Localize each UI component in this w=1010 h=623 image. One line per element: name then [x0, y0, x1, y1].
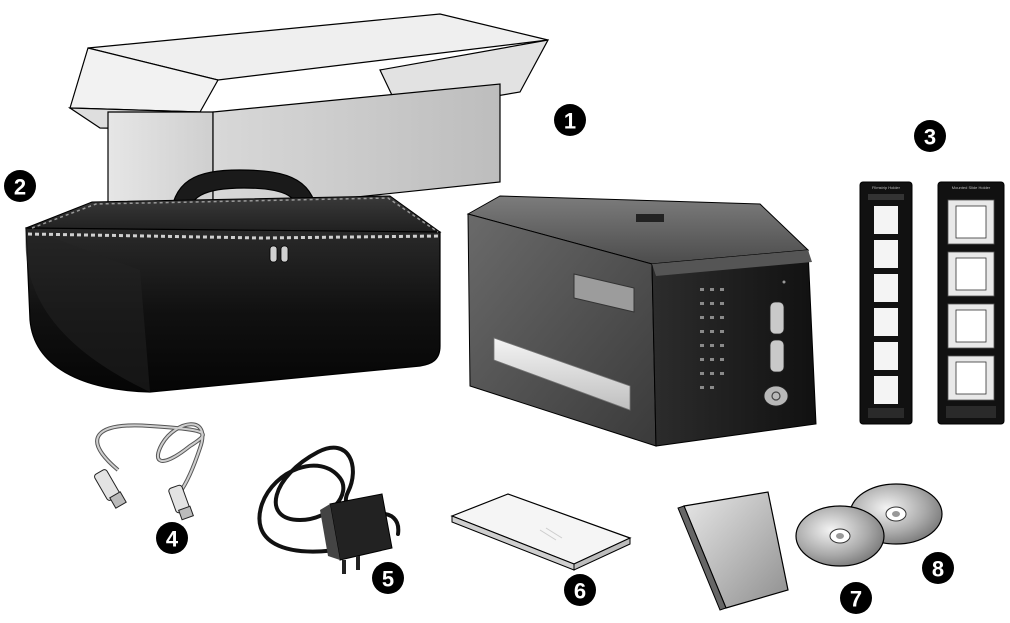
strip-holder-label: Filmstrip Holder	[872, 185, 901, 190]
scanner-front	[651, 249, 817, 447]
number-badge-3: 3	[914, 120, 946, 152]
bag-end	[25, 228, 150, 392]
usb-a-plug-icon	[94, 469, 127, 509]
scanner-chamfer	[652, 250, 812, 276]
svg-text:8: 8	[932, 557, 944, 582]
number-badge-5: 5	[372, 562, 404, 594]
number-badge-2: 2	[4, 170, 36, 202]
quick-guide-booklet	[450, 493, 632, 571]
usb-b-plug-icon	[168, 484, 194, 521]
number-badge-6: 6	[564, 574, 596, 606]
shipping-box	[67, 13, 550, 216]
svg-text:5: 5	[382, 567, 394, 592]
svg-text:6: 6	[574, 579, 586, 604]
software-manual-book	[677, 491, 789, 611]
cd-disc-front	[795, 505, 885, 567]
number-badge-4: 4	[156, 522, 188, 554]
number-badge-1: 1	[554, 104, 586, 136]
box-face-side	[212, 83, 501, 213]
svg-text:2: 2	[14, 175, 26, 200]
scanner-film-slot	[636, 214, 664, 222]
adapter-body	[329, 493, 393, 561]
power-adapter	[257, 445, 401, 574]
scanner-light-strip	[493, 337, 631, 411]
scanner-button-down[interactable]	[769, 339, 785, 373]
scanner-button-up[interactable]	[769, 301, 785, 335]
film-holder-strip: Filmstrip Holder	[859, 181, 913, 425]
number-badge-7: 7	[840, 582, 872, 614]
strip-holder-windows	[874, 206, 898, 404]
bag-zipper-stitch	[27, 232, 441, 240]
film-holder-slide: Mounted Slide Holder	[937, 181, 1005, 425]
slide-holder-frames	[947, 199, 995, 401]
svg-text:4: 4	[166, 527, 179, 552]
slide-holder-label: Mounted Slide Holder	[952, 185, 991, 190]
carrying-bag	[25, 169, 442, 393]
zipper-pull-icon	[269, 245, 289, 263]
bag-top-stitch	[31, 197, 439, 233]
usb-cable	[94, 422, 205, 521]
film-scanner	[466, 195, 817, 447]
number-badge-8: 8	[922, 552, 954, 584]
svg-text:7: 7	[850, 587, 862, 612]
svg-text:1: 1	[564, 109, 576, 134]
power-button-icon[interactable]	[763, 385, 789, 407]
scanner-vent-dots	[700, 288, 724, 389]
scanner-status-led	[782, 280, 786, 284]
scanner-display-window	[573, 273, 635, 313]
svg-text:3: 3	[924, 125, 936, 150]
setup-cd-discs	[795, 483, 943, 567]
adapter-face	[320, 504, 340, 560]
